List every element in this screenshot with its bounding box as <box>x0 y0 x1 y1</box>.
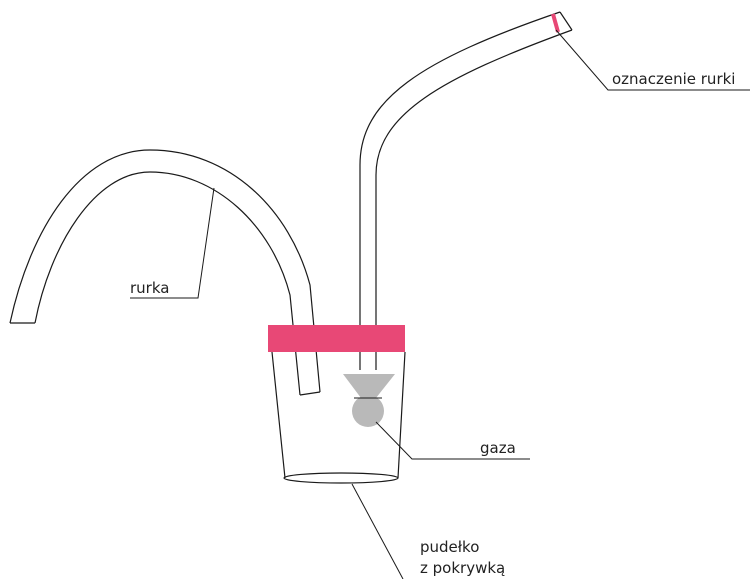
left-tube-inner-wall <box>34 171 301 396</box>
gauze-funnel <box>343 374 395 398</box>
box-label-line2: z pokrywką <box>420 559 505 577</box>
tube-marking-label: oznaczenie rurki <box>612 70 735 88</box>
gauze-label: gaza <box>480 439 516 457</box>
right-tube <box>359 11 573 370</box>
tube-marking-band <box>551 13 560 33</box>
tube-label: rurka <box>130 279 169 297</box>
right-tube-end-cap <box>559 11 573 31</box>
box-label-line1: pudełko <box>420 538 479 556</box>
box-bottom <box>283 472 399 484</box>
right-tube-right-wall <box>375 29 573 370</box>
leader-line-gauze <box>375 421 530 460</box>
leader-line-box <box>351 483 404 579</box>
left-tube-outer-wall <box>9 149 321 393</box>
box <box>268 325 406 484</box>
gauze-ball <box>352 395 384 427</box>
gauze <box>343 374 395 427</box>
left-tube <box>9 149 321 396</box>
right-tube-left-wall <box>359 11 561 370</box>
leader-line-tube-marking <box>555 29 750 91</box>
box-walls <box>271 351 406 479</box>
left-tube-bottom-end <box>299 391 321 396</box>
leader-line-tube <box>130 187 215 299</box>
box-lid <box>268 325 405 352</box>
